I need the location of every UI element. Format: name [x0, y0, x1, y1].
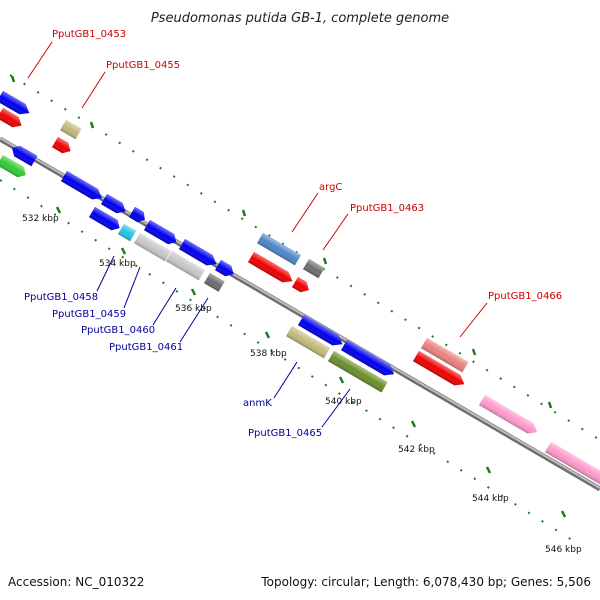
- gene-feature-olive-0465[interactable]: [327, 350, 388, 393]
- gene-label-PputGB1_0465[interactable]: PputGB1_0465: [248, 428, 322, 439]
- tick-label-542: 542 kbp: [398, 445, 435, 455]
- gene-label-PputGB1_0459[interactable]: PputGB1_0459: [52, 309, 126, 320]
- gene-feature-blue[interactable]: [0, 90, 32, 119]
- gene-label-argC[interactable]: argC: [319, 182, 342, 193]
- tick-label-544: 544 kbp: [472, 494, 509, 504]
- map-title: Pseudomonas putida GB-1, complete genome: [151, 11, 449, 26]
- gene-label-PputGB1_0455[interactable]: PputGB1_0455: [106, 60, 180, 71]
- gene-feature-red[interactable]: [412, 350, 467, 390]
- gene-feature-blue[interactable]: [60, 170, 105, 204]
- tick-mark: [322, 257, 328, 265]
- gene-feature-blue-0458[interactable]: [88, 206, 123, 234]
- tick-label-546: 546 kbp: [545, 545, 582, 555]
- tick-label-538: 538 kbp: [250, 349, 287, 359]
- gene-label-PputGB1_0458[interactable]: PputGB1_0458: [24, 292, 98, 303]
- gene-feature-blue[interactable]: [178, 238, 220, 270]
- label-leader-lines: [27, 41, 488, 428]
- gene-feature-red-small[interactable]: [291, 276, 312, 295]
- gene-feature-blue[interactable]: [143, 219, 179, 248]
- gene-feature-red-small[interactable]: [51, 136, 74, 156]
- tick-markers: 532 kbp 534 kbp 536 kbp 538 kbp 540 kbp …: [10, 75, 582, 555]
- inner-tick-track: [0, 179, 581, 546]
- gene-feature-khaki-anmK[interactable]: [285, 325, 331, 359]
- gene-label-PputGB1_0461[interactable]: PputGB1_0461: [109, 342, 183, 353]
- tick-mark: [190, 288, 197, 296]
- tick-mark: [471, 348, 477, 356]
- gene-label-PputGB1_0460[interactable]: PputGB1_0460: [81, 325, 155, 336]
- tick-mark: [338, 376, 345, 384]
- tick-label-540: 540 kbp: [325, 397, 362, 407]
- tick-label-532: 532 kbp: [22, 214, 59, 224]
- gene-feature-blue[interactable]: [297, 314, 345, 350]
- gene-feature-red[interactable]: [0, 107, 25, 131]
- gene-label-PputGB1_0466[interactable]: PputGB1_0466: [488, 291, 562, 302]
- gene-feature-pink[interactable]: [478, 394, 540, 438]
- accession-text: Accession: NC_010322: [8, 575, 144, 589]
- tick-mark: [55, 206, 62, 214]
- gene-label-PputGB1_0453[interactable]: PputGB1_0453: [52, 29, 126, 40]
- gene-feature-blue[interactable]: [128, 206, 148, 225]
- gene-feature-salmon-0466[interactable]: [420, 337, 469, 373]
- tick-mark: [120, 247, 127, 255]
- gene-feature-blue[interactable]: [214, 259, 237, 279]
- genome-summary-text: Topology: circular; Length: 6,078,430 bp…: [260, 575, 591, 589]
- gene-feature-blue[interactable]: [340, 339, 397, 380]
- tick-mark: [10, 75, 16, 83]
- gene-feature-darkgrey-0463[interactable]: [302, 258, 325, 279]
- gene-feature-blue-rev[interactable]: [9, 143, 38, 167]
- gene-feature-grey-0460b[interactable]: [165, 250, 205, 281]
- tick-label-534: 534 kbp: [99, 259, 136, 269]
- tick-mark: [264, 331, 271, 339]
- gene-feature-steelblue-argC[interactable]: [256, 232, 302, 266]
- gene-feature-blue[interactable]: [100, 193, 129, 217]
- gene-feature-khaki[interactable]: [59, 119, 82, 140]
- gene-feature-pink[interactable]: [544, 441, 600, 488]
- outer-tick-track: [9, 74, 600, 441]
- tick-mark: [89, 121, 95, 129]
- tick-mark: [241, 209, 247, 217]
- tick-mark: [560, 510, 567, 518]
- gene-label-anmK[interactable]: anmK: [243, 398, 272, 409]
- gene-label-PputGB1_0463[interactable]: PputGB1_0463: [350, 203, 424, 214]
- gene-features: [0, 90, 600, 488]
- tick-label-536: 536 kbp: [175, 304, 212, 314]
- tick-mark: [410, 420, 417, 428]
- gene-feature-grey-0460[interactable]: [133, 232, 172, 262]
- tick-mark: [485, 466, 492, 474]
- gene-feature-green[interactable]: [0, 154, 29, 180]
- gene-feature-darkgrey-0461[interactable]: [203, 272, 225, 292]
- gene-feature-red[interactable]: [247, 251, 295, 287]
- gene-feature-cyan-0459[interactable]: [117, 223, 137, 242]
- tick-mark: [547, 401, 553, 409]
